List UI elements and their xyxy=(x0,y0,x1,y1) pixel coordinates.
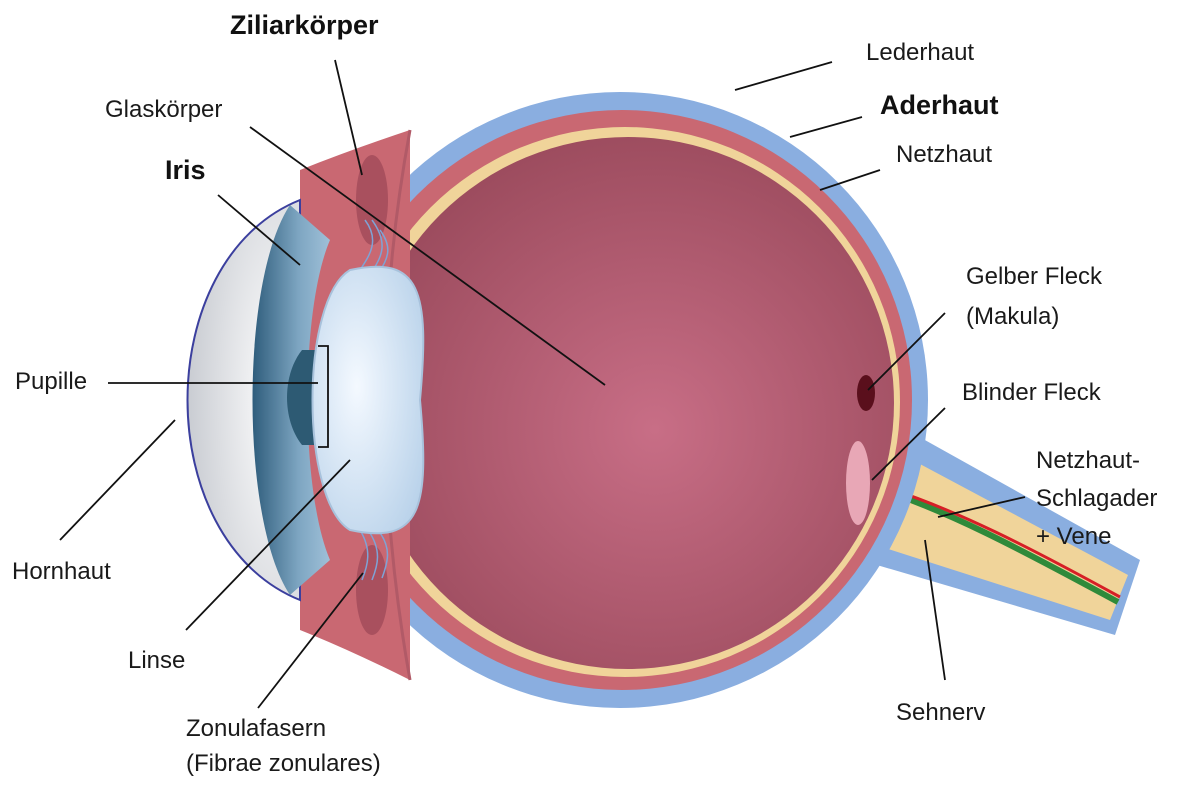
lens xyxy=(313,267,424,534)
label-lederhaut: Lederhaut xyxy=(866,38,974,68)
label-netzhaut-gefaesse-3: + Vene xyxy=(1036,522,1111,552)
label-gelber-fleck: Gelber Fleck xyxy=(966,262,1102,292)
vitreous-body xyxy=(362,137,894,669)
label-glaskoerper: Glaskörper xyxy=(105,95,222,125)
label-sehnerv: Sehnerv xyxy=(896,698,985,728)
label-netzhaut: Netzhaut xyxy=(896,140,992,170)
label-aderhaut: Aderhaut xyxy=(880,90,999,120)
macula xyxy=(857,375,875,411)
label-blinder-fleck: Blinder Fleck xyxy=(962,378,1101,408)
blind-spot xyxy=(846,441,870,525)
label-linse: Linse xyxy=(128,646,185,676)
label-netzhaut-gefaesse-2: Schlagader xyxy=(1036,484,1157,514)
ciliary-body-lower xyxy=(356,545,388,635)
label-netzhaut-gefaesse-1: Netzhaut- xyxy=(1036,446,1140,476)
label-makula: (Makula) xyxy=(966,302,1059,332)
label-zonulafasern: Zonulafasern xyxy=(186,714,326,744)
label-hornhaut: Hornhaut xyxy=(12,557,111,587)
label-pupille: Pupille xyxy=(15,367,87,397)
label-fibrae-zonulares: (Fibrae zonulares) xyxy=(186,749,381,779)
label-ziliarkoerper: Ziliarkörper xyxy=(230,10,379,40)
label-iris: Iris xyxy=(165,155,206,185)
